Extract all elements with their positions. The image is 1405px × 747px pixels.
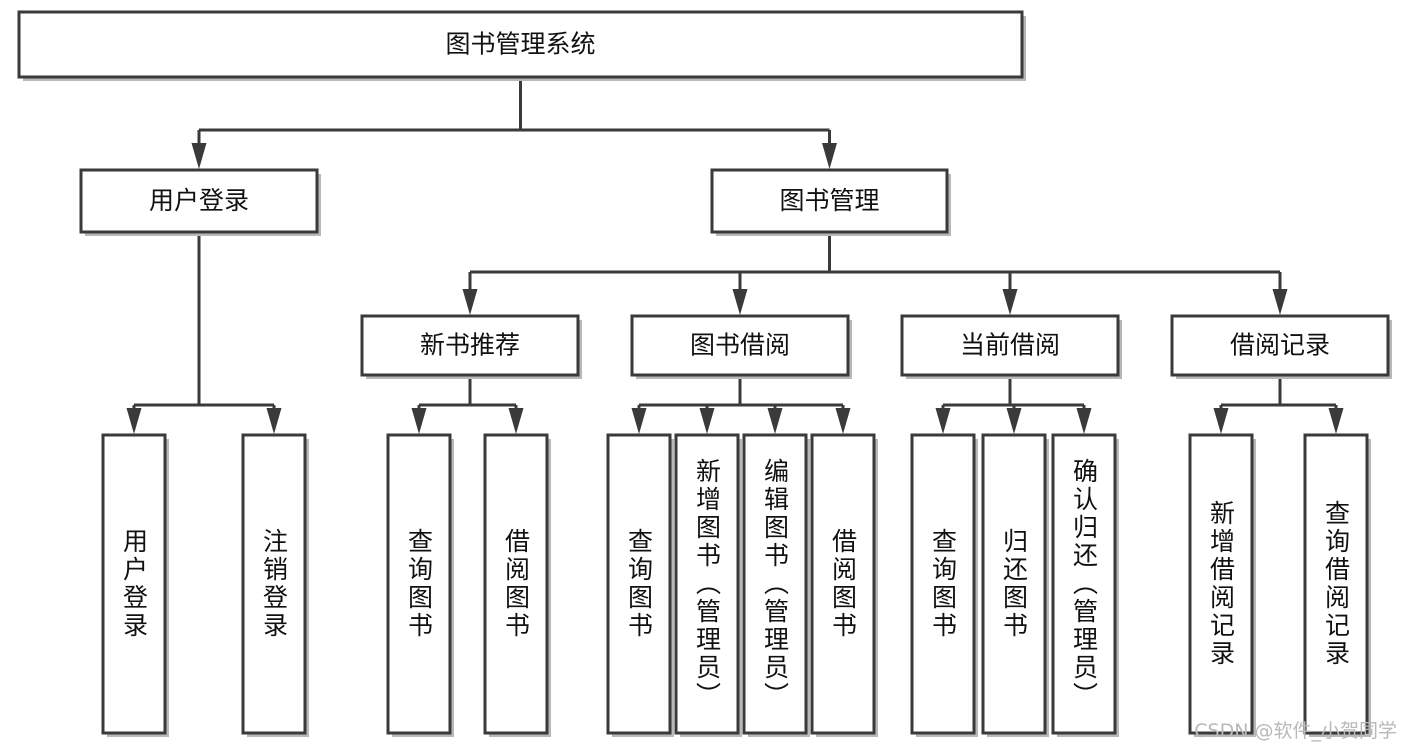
arrow-head-icon: [191, 143, 207, 169]
leaf-node-leaf-user-login[interactable]: [101, 433, 169, 737]
leaf-node-leaf-confirm-return[interactable]: [1051, 433, 1119, 737]
node-book-borrow[interactable]: 图书借阅: [630, 314, 852, 379]
arrow-head-icon: [1272, 289, 1288, 315]
node-label: 图书借阅: [690, 331, 790, 360]
node-label: 借阅记录: [1230, 331, 1330, 360]
node-borrow-record[interactable]: 借阅记录: [1170, 314, 1392, 379]
arrow-head-icon: [1002, 289, 1018, 315]
arrow-head-icon: [631, 408, 647, 434]
arrow-head-icon: [462, 289, 478, 315]
leaf-node-leaf-query-record[interactable]: [1303, 433, 1371, 737]
arrow-head-icon: [935, 408, 951, 434]
arrow-head-icon: [767, 408, 783, 434]
leaf-node-leaf-edit-book-admin[interactable]: [742, 433, 810, 737]
arrow-head-icon: [732, 289, 748, 315]
arrow-head-icon: [508, 408, 524, 434]
node-label: 图书管理: [779, 186, 879, 215]
leaf-node-leaf-query-book-1[interactable]: [386, 433, 454, 737]
node-label: 新书推荐: [420, 331, 520, 360]
leaf-node-leaf-user-logout[interactable]: [241, 433, 309, 737]
arrow-head-icon: [1328, 408, 1344, 434]
leaf-node-leaf-borrow-book-1[interactable]: [483, 433, 551, 737]
node-book-management[interactable]: 图书管理: [710, 168, 951, 236]
node-user-login[interactable]: 用户登录: [79, 168, 321, 236]
arrow-head-icon: [1213, 408, 1229, 434]
arrow-head-icon: [699, 408, 715, 434]
node-current-borrow[interactable]: 当前借阅: [900, 314, 1122, 379]
node-label: 用户登录: [149, 186, 249, 215]
leaf-node-leaf-query-book-3[interactable]: [910, 433, 978, 737]
arrow-head-icon: [1006, 408, 1022, 434]
node-label: 图书管理系统: [445, 30, 595, 59]
arrow-head-icon: [835, 408, 851, 434]
leaf-node-leaf-borrow-book-2[interactable]: [810, 433, 878, 737]
arrow-head-icon: [822, 143, 837, 169]
leaf-node-leaf-return-book[interactable]: [981, 433, 1049, 737]
arrow-head-icon: [266, 408, 282, 434]
leaf-node-leaf-add-book-admin[interactable]: [674, 433, 742, 737]
node-new-book-recommend[interactable]: 新书推荐: [360, 314, 582, 379]
node-root[interactable]: 图书管理系统: [17, 10, 1026, 81]
leaf-node-leaf-query-book-2[interactable]: [606, 433, 674, 737]
arrow-head-icon: [1076, 408, 1092, 434]
leaf-node-leaf-add-record[interactable]: [1188, 433, 1256, 737]
arrow-head-icon: [411, 408, 427, 434]
arrow-head-icon: [126, 408, 142, 434]
node-label: 当前借阅: [960, 331, 1060, 360]
connector-layer: [126, 77, 1344, 434]
